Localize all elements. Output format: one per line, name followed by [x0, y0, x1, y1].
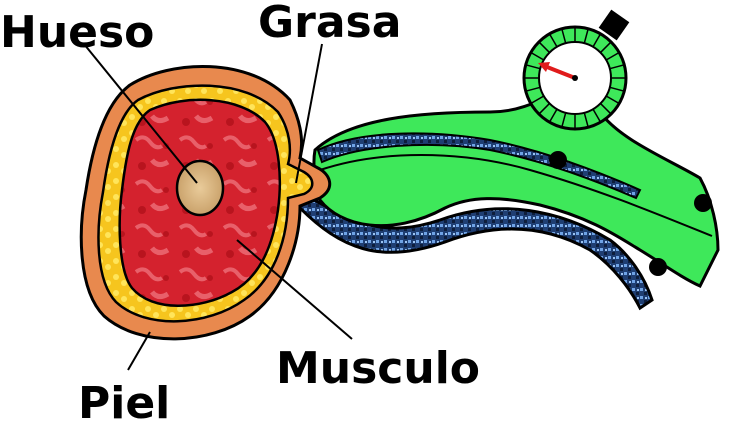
dial-tick — [592, 108, 602, 123]
dial-tick — [609, 64, 625, 70]
caliper-pivot-dot — [649, 258, 667, 276]
dial-tick — [548, 108, 558, 123]
dial-tick — [530, 95, 545, 105]
dial-tick — [530, 51, 545, 61]
leader-line-bone — [83, 43, 198, 184]
pinched-skinfold-lower — [298, 189, 654, 311]
dial-tick — [605, 51, 620, 61]
dial-tick — [592, 33, 602, 48]
dial-tick — [599, 102, 612, 115]
label-skin: Piel — [78, 378, 170, 422]
leader-line-muscle — [236, 239, 353, 340]
bone — [175, 159, 225, 217]
caliper-jaw-separator — [319, 154, 713, 237]
dial-tick — [525, 86, 541, 92]
dial-tick — [561, 112, 567, 128]
dial-tick — [538, 102, 551, 115]
dial-tick — [548, 33, 558, 48]
caliper-pivot-dot — [694, 194, 712, 212]
dial-tick — [605, 95, 620, 105]
caliper-pivot-dot — [549, 151, 567, 169]
dial-tick — [561, 28, 567, 44]
dial-tick — [583, 28, 589, 44]
pinched-skinfold-upper — [316, 132, 642, 200]
skinfold-caliper-icon — [312, 94, 720, 288]
leader-line-fat — [295, 43, 323, 184]
dial-tick — [583, 112, 589, 128]
label-muscle: Musculo — [276, 343, 480, 394]
caliper-dial-icon — [522, 9, 630, 131]
dial-tick — [538, 41, 551, 54]
dial-tick — [609, 86, 625, 92]
label-fat: Grasa — [258, 0, 401, 48]
leader-line-skin — [127, 331, 151, 371]
dial-tick — [525, 64, 541, 70]
dial-tick — [599, 41, 612, 54]
label-bone: Hueso — [0, 7, 154, 58]
